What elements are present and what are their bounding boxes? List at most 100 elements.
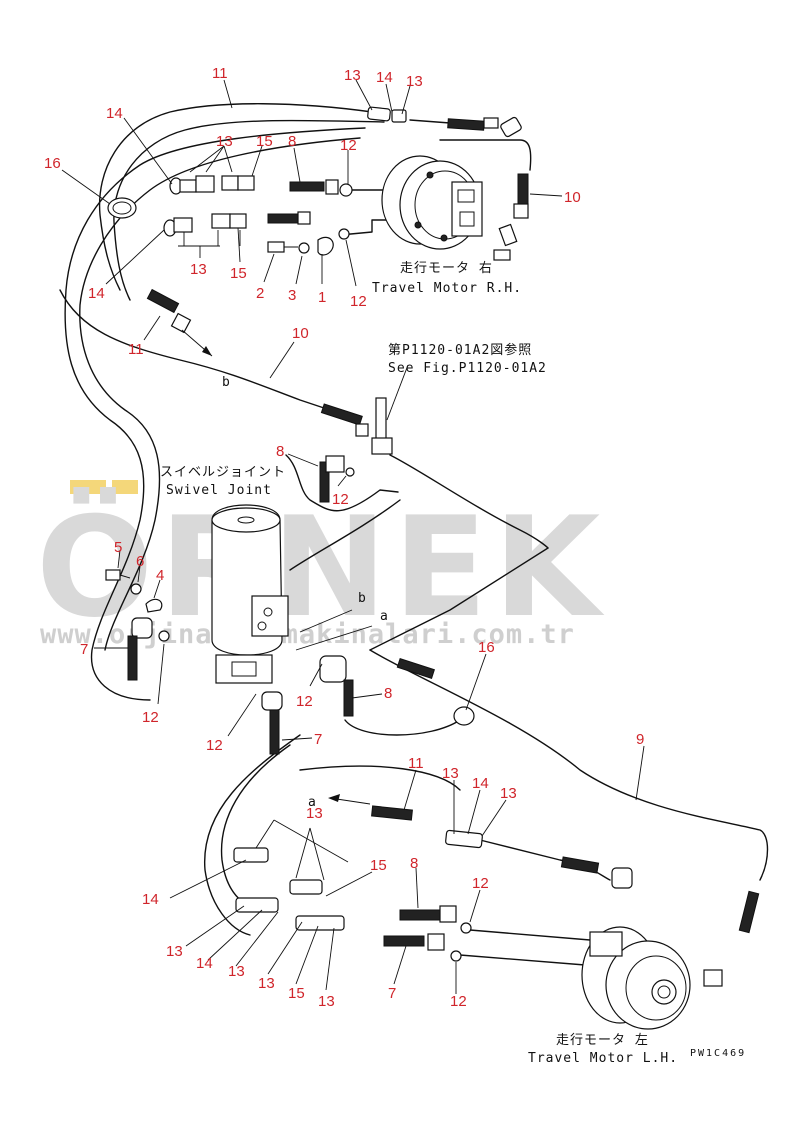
callout-7: 7 [314,731,322,748]
callout-11: 11 [212,65,228,82]
connector-a-swivel: a [380,609,389,624]
clamp-1 [317,236,334,256]
washer-6 [130,583,142,595]
lead-13k [325,927,335,991]
lead-13i [235,911,279,967]
oring-12-lower-a [460,922,472,934]
lead-12g [469,889,481,923]
hose-7-center [269,709,280,755]
lead-3 [295,255,303,285]
swivel-port-b [257,621,267,631]
callout-14: 14 [376,69,393,86]
callout-14: 14 [142,891,159,908]
fitting-13-top-a [367,106,391,122]
motor-lh-label-ja: 走行モータ 左 [556,1033,649,1048]
callout-7: 7 [80,641,88,658]
hose-7-left [127,635,138,681]
hose-8-swivel-part [319,461,330,503]
fitting-15-row2 [229,213,247,229]
hose-left-loop-a [64,127,366,701]
lead-9 [635,745,645,801]
callout-11: 11 [408,755,424,772]
callout-6: 6 [136,553,144,570]
lead-13a [355,79,373,111]
clamp-8-swivel [325,455,345,473]
clamp-8-top [325,179,339,195]
callout-14: 14 [472,775,489,792]
lead-14a [385,83,393,113]
lead-13d [178,230,241,258]
bracket-plate [375,397,387,445]
lead-16b [465,653,487,711]
motor-rh-bolt-c [440,234,448,242]
swivel-label-ja: スイベルジョイント [160,465,286,480]
callout-3: 3 [288,287,296,304]
leader-lines [61,79,645,994]
nut-10-right [513,203,529,219]
hose-11-upper [98,103,373,291]
callout-13: 13 [500,785,517,802]
clamp-4 [145,598,163,613]
callout-12: 12 [206,737,223,754]
fitting-13-row1-a [179,179,197,193]
lead-16a [61,169,111,205]
callout-12: 12 [472,875,489,892]
motor-rh-valve-block [451,181,483,237]
hose-10-bracket [320,403,363,426]
hose-10-to-bracket [389,454,549,549]
travel-motor-lh [581,926,691,1030]
arrow-b-upper-head [202,346,212,356]
callout-12: 12 [142,709,159,726]
bolt-5-shank [119,574,131,579]
bolt-2 [267,241,285,253]
hose-8-lower [344,719,461,736]
callout-10: 10 [292,325,309,342]
callout-14: 14 [106,105,123,122]
lead-13j [267,921,303,975]
hose-motor-lh-c [459,954,586,966]
callout-13: 13 [190,261,207,278]
hose-10-right [517,173,529,207]
nut-10-bracket [355,423,369,437]
lead-14e [169,859,247,899]
callout-15: 15 [288,985,305,1002]
hose-a-lead [369,547,549,651]
lead-13h [185,905,245,947]
callout-14: 14 [88,285,105,302]
motor-rh-valve-port-b [459,211,475,227]
hose-8-top [289,181,325,192]
callout-8: 8 [410,855,418,872]
elbow-lower-right [611,867,633,889]
watermark-main: ÖRNEK [36,487,606,648]
fitting-13-row2-a [173,217,193,233]
callout-16: 16 [44,155,61,172]
hose-8-lower-part [399,909,441,921]
fitting-13-row2-b [211,213,231,229]
callout-12: 12 [350,293,367,310]
lead-11c [403,769,417,811]
callout-2: 2 [256,285,264,302]
callout-15: 15 [256,133,273,150]
motor-rh-bolt-a [426,171,434,179]
lead-7c [393,945,407,985]
callout-13: 13 [318,993,335,1010]
callout-5: 5 [114,539,122,556]
fitting-13-row1-b [195,175,215,193]
callout-13: 13 [166,943,183,960]
callout-12: 12 [332,491,349,508]
fitting-14-top [391,109,407,123]
elbow-7-left [131,617,153,639]
lead-13b [401,85,411,115]
fitting-14-lower [233,847,269,863]
callout-12: 12 [450,993,467,1010]
lead-8d [415,867,419,909]
drawing-code: PW1C469 [690,1048,746,1059]
motor-lh-flange [605,940,691,1030]
lead-5 [117,549,121,569]
hose-9-fitting [396,658,435,679]
fitting-15-row1 [237,175,255,191]
callout-12: 12 [296,693,313,710]
callout-16: 16 [478,639,495,656]
notes: 走行モータ 右 Travel Motor R.H. 第P1120-01A2図参照… [160,261,746,1066]
